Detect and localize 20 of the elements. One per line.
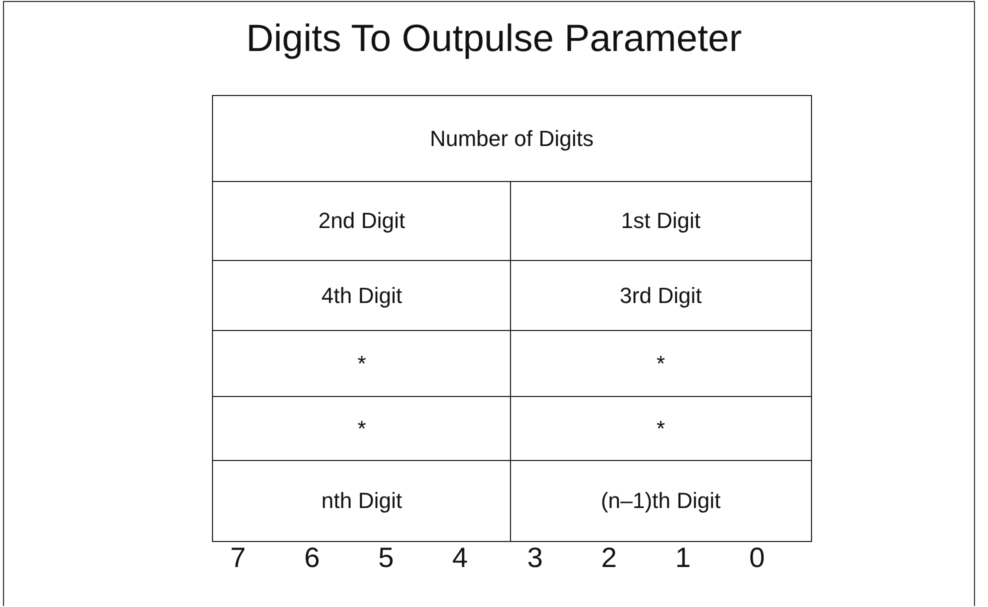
table-cell: * xyxy=(212,396,512,462)
table-cell: 4th Digit xyxy=(212,260,512,332)
bit-number: 1 xyxy=(675,542,691,574)
table-cell: * xyxy=(212,330,512,398)
bit-number: 6 xyxy=(304,542,320,574)
bit-number: 4 xyxy=(452,542,468,574)
bit-number: 2 xyxy=(601,542,617,574)
bit-number: 7 xyxy=(230,542,246,574)
table-cell: 1st Digit xyxy=(510,181,812,262)
table-cell: Number of Digits xyxy=(212,95,812,182)
table-cell: 3rd Digit xyxy=(510,260,812,332)
bit-number: 5 xyxy=(378,542,394,574)
table-cell: * xyxy=(510,330,812,398)
bit-number: 3 xyxy=(527,542,543,574)
table-cell: 2nd Digit xyxy=(212,181,512,262)
table-cell: (n–1)th Digit xyxy=(510,460,812,542)
bit-number: 0 xyxy=(749,542,765,574)
table-cell: * xyxy=(510,396,812,462)
table-cell: nth Digit xyxy=(212,460,512,542)
diagram-title: Digits To Outpulse Parameter xyxy=(245,18,743,61)
